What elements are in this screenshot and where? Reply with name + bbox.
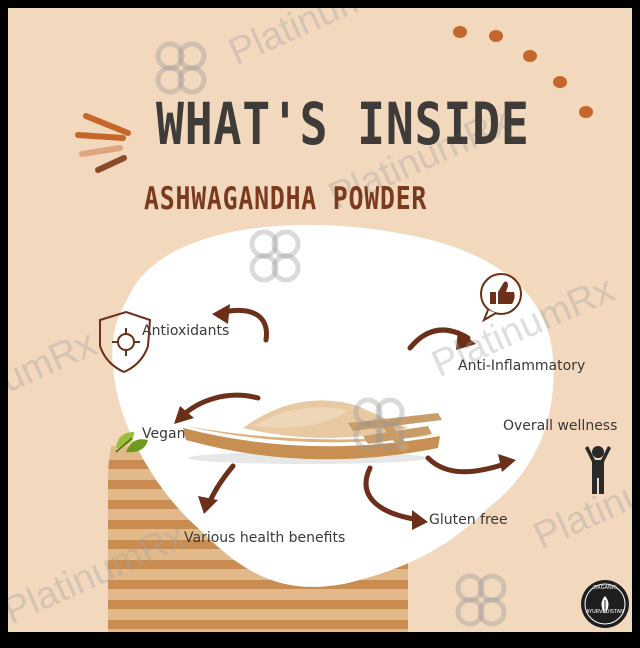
dot-trail — [453, 26, 593, 118]
watermark-logos — [155, 41, 507, 627]
product-name: ASHWAGANDHA POWDER — [144, 181, 428, 217]
benefit-label-gluten-free: Gluten free — [429, 512, 508, 528]
benefit-label-vegan: Vegan — [142, 426, 186, 442]
background-shapes — [75, 26, 629, 632]
badge-text: ORGANIC AYURVEDISTAN — [586, 585, 624, 615]
infographic-canvas: PlatinumRx PlatinumRx PlatinumRx Platinu… — [8, 8, 632, 632]
benefit-label-anti-inflammatory: Anti-Inflammatory — [458, 358, 586, 374]
powder-plate — [183, 400, 442, 464]
person-cheering-icon — [585, 446, 611, 494]
badge-text-bottom: AYURVEDISTAN — [586, 609, 624, 615]
badge-text-top: ORGANIC — [593, 585, 617, 591]
shield-virus-icon — [99, 310, 152, 374]
benefit-label-overall-wellness: Overall wellness — [503, 418, 618, 434]
leaf-icon — [115, 432, 148, 453]
organic-badge — [581, 580, 629, 628]
sparkle-lines — [75, 113, 131, 173]
benefit-label-various-health-benefits: Various health benefits — [184, 530, 346, 546]
thumbs-up-bubble-icon — [480, 273, 522, 323]
page-title: WHAT'S INSIDE — [156, 90, 530, 158]
arrow-heads — [174, 304, 516, 530]
benefit-label-antioxidants: Antioxidants — [142, 323, 230, 339]
